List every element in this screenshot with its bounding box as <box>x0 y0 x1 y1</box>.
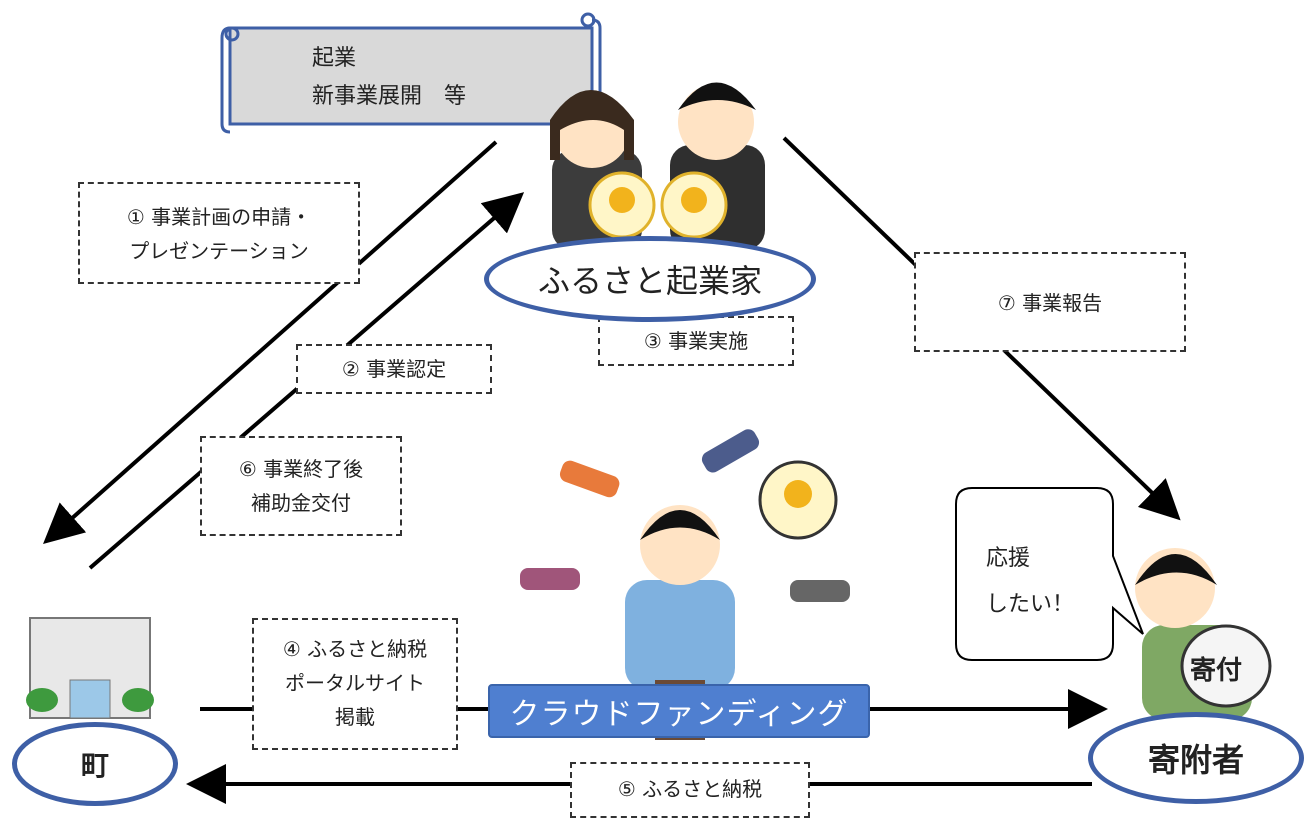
crowdfunding-illustration <box>520 429 850 740</box>
speech-line-1: 応援 <box>986 546 1031 571</box>
step-1-line-2: プレゼンテーション <box>129 239 309 263</box>
donor-illustration <box>1135 548 1272 720</box>
step-7-box: ⑦ 事業報告 <box>914 252 1186 352</box>
step-1-box: ① 事業計画の申請・ プレゼンテーション <box>78 182 360 284</box>
step-4-line-3: 掲載 <box>335 705 375 729</box>
step-2-label: ② 事業認定 <box>341 357 447 381</box>
scroll-banner <box>220 12 602 134</box>
step-1-line-1: ① 事業計画の申請・ <box>126 205 312 229</box>
step-5-label: ⑤ ふるさと納税 <box>617 777 763 801</box>
step-6-line-2: 補助金交付 <box>251 491 351 515</box>
step-5-box: ⑤ ふるさと納税 <box>570 762 810 818</box>
entrepreneurs-illustration <box>550 82 765 250</box>
donor-bag-label: 寄付 <box>1190 656 1243 686</box>
donor-label: 寄附者 <box>1147 741 1244 779</box>
scroll-line-1: 起業 <box>312 46 357 71</box>
entrepreneur-label: ふるさと起業家 <box>537 262 762 300</box>
step-3-label: ③ 事業実施 <box>643 329 749 353</box>
step-7-label: ⑦ 事業報告 <box>997 291 1103 315</box>
scroll-line-2: 新事業展開 等 <box>312 84 467 109</box>
step-3-box: ③ 事業実施 <box>598 316 794 366</box>
step-4-line-2: ポータルサイト <box>285 671 425 695</box>
step-6-box: ⑥ 事業終了後 補助金交付 <box>200 436 402 536</box>
step-4-line-1: ④ ふるさと納税 <box>282 637 428 661</box>
crowdfunding-banner: クラウドファンディング <box>488 684 870 738</box>
entrepreneur-node: ふるさと起業家 <box>484 236 816 322</box>
town-label: 町 <box>80 749 109 782</box>
donor-node: 寄附者 <box>1088 712 1304 804</box>
step-4-box: ④ ふるさと納税 ポータルサイト 掲載 <box>252 618 458 750</box>
town-node: 町 <box>12 722 178 806</box>
town-building-illustration <box>26 617 154 719</box>
speech-bubble <box>955 487 1144 661</box>
step-6-line-1: ⑥ 事業終了後 <box>238 457 364 481</box>
crowdfunding-label: クラウドファンディング <box>509 697 849 732</box>
speech-line-2: したい！ <box>986 592 1075 617</box>
arrow-apply <box>43 140 498 544</box>
step-2-box: ② 事業認定 <box>296 344 492 394</box>
